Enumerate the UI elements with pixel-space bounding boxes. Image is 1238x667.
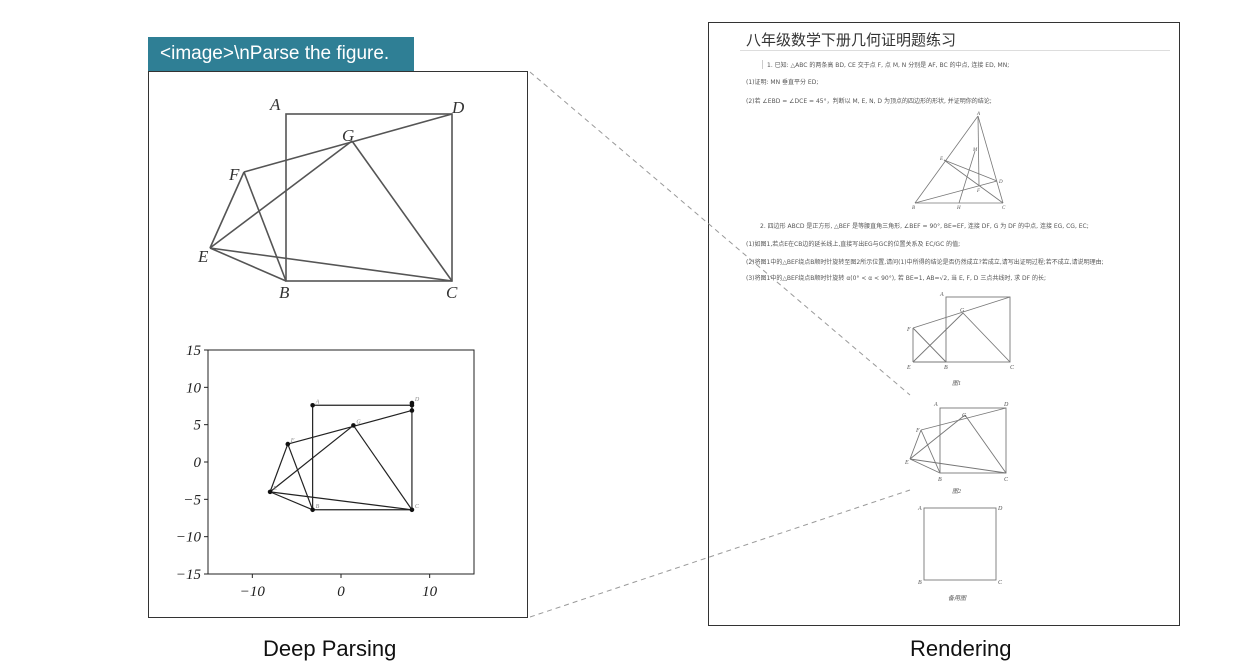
y-tick-label: 5 xyxy=(194,418,202,434)
plot-point-label: B xyxy=(316,504,320,510)
prompt-label: <image>\nParse the figure. xyxy=(148,37,414,71)
plot-segment xyxy=(269,424,354,493)
document-title: 八年级数学下册几何证明题练习 xyxy=(746,31,957,49)
problem-1-part-2: (2)若 ∠EBD = ∠DCE = 45°，判断以 M, E, N, D 为顶… xyxy=(746,98,992,105)
y-tick-label: 0 xyxy=(194,455,202,471)
plot-point xyxy=(351,423,356,428)
fig1-label-e: E xyxy=(906,365,911,371)
plot-point-label: D xyxy=(414,397,420,403)
plot-segment xyxy=(352,425,413,511)
fig1-label-c: C xyxy=(1010,365,1015,371)
label-a: A xyxy=(269,95,281,114)
plot-point-label: C xyxy=(415,504,420,510)
fig2-label-a: A xyxy=(933,402,938,408)
fig3-label-d: D xyxy=(997,506,1003,512)
tri-label-f: F xyxy=(976,189,981,194)
plot-point xyxy=(409,408,415,413)
fig1-label-b: B xyxy=(944,365,948,371)
x-tick-label: 10 xyxy=(422,584,438,600)
plot-point xyxy=(310,402,315,408)
connector-line-top xyxy=(529,71,911,396)
plot-segment xyxy=(269,443,289,493)
problem-2-part-1: (1)如图1,若点E在CB边的延长线上,直接写出EG与GC的位置关系及 EC/G… xyxy=(746,241,961,248)
tri-label-a: A xyxy=(976,112,981,117)
x-tick-label: −10 xyxy=(240,584,266,600)
plot-point xyxy=(409,402,415,408)
label-e: E xyxy=(197,247,209,266)
fig3-label-b: B xyxy=(918,580,922,586)
figure-1-caption: 图1 xyxy=(952,380,961,387)
tri-label-e: E xyxy=(939,157,943,162)
label-b: B xyxy=(279,283,290,302)
fig2-label-e: E xyxy=(904,460,909,466)
plot-point-label: G xyxy=(356,419,361,425)
problem-1-part-1: (1)证明: MN 垂直平分 ED; xyxy=(746,79,819,86)
y-tick-label: 10 xyxy=(186,380,202,396)
connector-line-bottom xyxy=(529,489,911,618)
plot-segment xyxy=(269,491,413,511)
deep-parsing-caption: Deep Parsing xyxy=(263,636,397,661)
label-f: F xyxy=(228,165,240,184)
label-d: D xyxy=(451,98,465,117)
figure-2 xyxy=(909,407,1007,474)
plot-point xyxy=(409,507,415,513)
plot-point-label: E xyxy=(272,486,277,492)
tri-label-c: C xyxy=(1002,206,1006,211)
label-c: C xyxy=(446,283,458,302)
problem-1-text: 1. 已知: △ABC 的两条高 BD, CE 交于点 F, 点 M, N 分别… xyxy=(762,60,1009,69)
parsing-panel xyxy=(148,71,528,618)
x-tick-label: 0 xyxy=(337,584,345,600)
fig1-label-g: G xyxy=(960,308,965,314)
tri-label-d: D xyxy=(998,180,1003,185)
y-tick-label: −15 xyxy=(176,567,202,583)
label-g: G xyxy=(342,126,354,145)
figure-2-caption: 图2 xyxy=(952,488,961,495)
spare-figure-caption: 备用图 xyxy=(948,594,967,602)
tri-label-b: B xyxy=(912,206,915,211)
plot-segment xyxy=(287,409,413,445)
problem-2-part-2: (2)将图1中的△BEF绕点B顺时针旋转至图2所示位置,请问(1)中所得的结论是… xyxy=(746,259,1104,266)
fig2-label-d: D xyxy=(1003,402,1009,408)
triangle-figure xyxy=(914,115,1004,204)
plot-point xyxy=(267,489,273,495)
tri-label-m: M xyxy=(972,148,978,153)
fig3-label-a: A xyxy=(917,506,922,512)
plot-axes xyxy=(207,349,475,575)
fig2-label-g: G xyxy=(962,413,967,419)
tri-label-h: H xyxy=(956,206,961,211)
problem-2-text: 2. 四边形 ABCD 是正方形, △BEF 是等腰直角三角形, ∠BEF = … xyxy=(760,223,1089,230)
fig2-label-b: B xyxy=(938,477,942,483)
fig1-label-f: F xyxy=(906,327,911,333)
rendered-document xyxy=(708,22,1180,626)
title-divider xyxy=(740,50,1170,51)
fig1-label-a: A xyxy=(939,292,944,298)
y-tick-label: −10 xyxy=(176,530,202,546)
plot-segment xyxy=(269,491,313,511)
fig2-label-f: F xyxy=(915,428,920,434)
plot-point-label: A xyxy=(315,399,320,405)
y-tick-label: 15 xyxy=(186,343,202,359)
plot-point xyxy=(310,507,315,513)
plot-point xyxy=(285,441,291,447)
problem-2-part-3: (3)将图1中的△BEF绕点B顺时针旋转 α(0° < α < 90°), 若 … xyxy=(746,275,1047,282)
rendering-caption: Rendering xyxy=(910,636,1012,661)
fig2-label-c: C xyxy=(1004,477,1009,483)
y-tick-label: −5 xyxy=(183,492,201,508)
source-geometry-figure xyxy=(209,113,453,282)
plot-point-label: F xyxy=(290,438,295,444)
spare-figure xyxy=(923,507,997,581)
plot-segment xyxy=(287,443,314,510)
figure-1 xyxy=(912,296,1011,363)
fig3-label-c: C xyxy=(998,580,1003,586)
